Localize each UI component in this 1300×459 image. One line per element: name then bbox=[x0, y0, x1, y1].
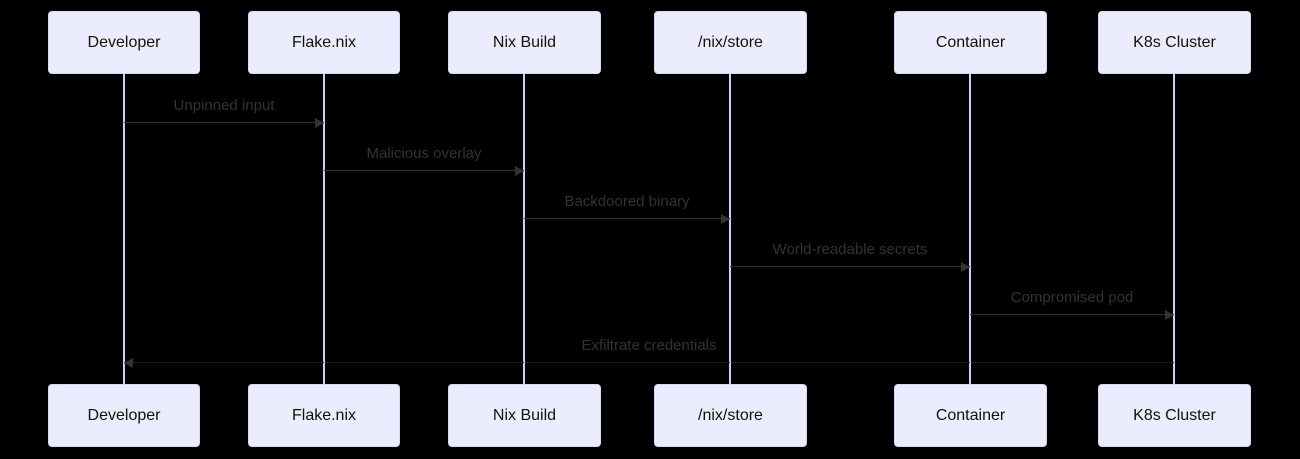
participant-box-top-developer[interactable]: Developer bbox=[48, 11, 200, 74]
message-line-malicious-overlay bbox=[324, 170, 524, 171]
participant-label-nix-build: Nix Build bbox=[492, 406, 557, 424]
participant-box-top-nix-store[interactable]: /nix/store bbox=[654, 11, 807, 74]
participant-label-container: Container bbox=[935, 406, 1006, 424]
participant-label-flake-nix: Flake.nix bbox=[291, 406, 357, 424]
participant-label-nix-store: /nix/store bbox=[698, 406, 763, 424]
participant-label-flake-nix: Flake.nix bbox=[291, 33, 357, 51]
message-label-unpinned-input: Unpinned input bbox=[173, 97, 275, 114]
participant-box-top-nix-build[interactable]: Nix Build bbox=[448, 11, 601, 74]
arrow-head-backdoored-binary bbox=[721, 214, 730, 224]
participant-label-nix-store: /nix/store bbox=[698, 33, 763, 51]
message-label-compromised-pod: Compromised pod bbox=[1010, 289, 1134, 306]
participant-box-bottom-nix-build[interactable]: Nix Build bbox=[448, 384, 601, 447]
lifeline-container bbox=[969, 74, 971, 384]
participant-box-bottom-k8s-cluster[interactable]: K8s Cluster bbox=[1098, 384, 1251, 447]
participant-box-top-container[interactable]: Container bbox=[894, 11, 1047, 74]
message-label-exfiltrate-credentials: Exfiltrate credentials bbox=[581, 337, 717, 354]
participant-box-bottom-container[interactable]: Container bbox=[894, 384, 1047, 447]
participant-box-bottom-developer[interactable]: Developer bbox=[48, 384, 200, 447]
arrow-head-unpinned-input bbox=[315, 118, 324, 128]
participant-box-top-k8s-cluster[interactable]: K8s Cluster bbox=[1098, 11, 1251, 74]
message-line-unpinned-input bbox=[124, 122, 324, 123]
lifeline-k8s-cluster bbox=[1173, 74, 1175, 384]
message-label-backdoored-binary: Backdoored binary bbox=[564, 193, 690, 210]
lifeline-nix-store bbox=[729, 74, 731, 384]
message-line-compromised-pod bbox=[970, 314, 1174, 315]
participant-label-developer: Developer bbox=[87, 406, 161, 424]
arrow-head-exfiltrate-credentials bbox=[124, 358, 133, 368]
participant-label-k8s-cluster: K8s Cluster bbox=[1133, 406, 1216, 424]
message-label-malicious-overlay: Malicious overlay bbox=[366, 145, 482, 162]
message-label-world-readable-secrets: World-readable secrets bbox=[772, 241, 928, 258]
participant-box-top-flake-nix[interactable]: Flake.nix bbox=[248, 11, 400, 74]
participant-label-nix-build: Nix Build bbox=[492, 33, 557, 51]
participant-label-k8s-cluster: K8s Cluster bbox=[1133, 33, 1216, 51]
lifeline-developer bbox=[123, 74, 125, 384]
arrow-head-compromised-pod bbox=[1165, 310, 1174, 320]
participant-box-bottom-flake-nix[interactable]: Flake.nix bbox=[248, 384, 400, 447]
message-line-exfiltrate-credentials bbox=[124, 362, 1174, 363]
participant-label-developer: Developer bbox=[87, 33, 161, 51]
participant-label-container: Container bbox=[935, 33, 1006, 51]
lifeline-flake-nix bbox=[323, 74, 325, 384]
message-line-world-readable-secrets bbox=[730, 266, 970, 267]
arrow-head-world-readable-secrets bbox=[961, 262, 970, 272]
lifeline-nix-build bbox=[523, 74, 525, 384]
participant-box-bottom-nix-store[interactable]: /nix/store bbox=[654, 384, 807, 447]
message-line-backdoored-binary bbox=[524, 218, 730, 219]
arrow-head-malicious-overlay bbox=[515, 166, 524, 176]
